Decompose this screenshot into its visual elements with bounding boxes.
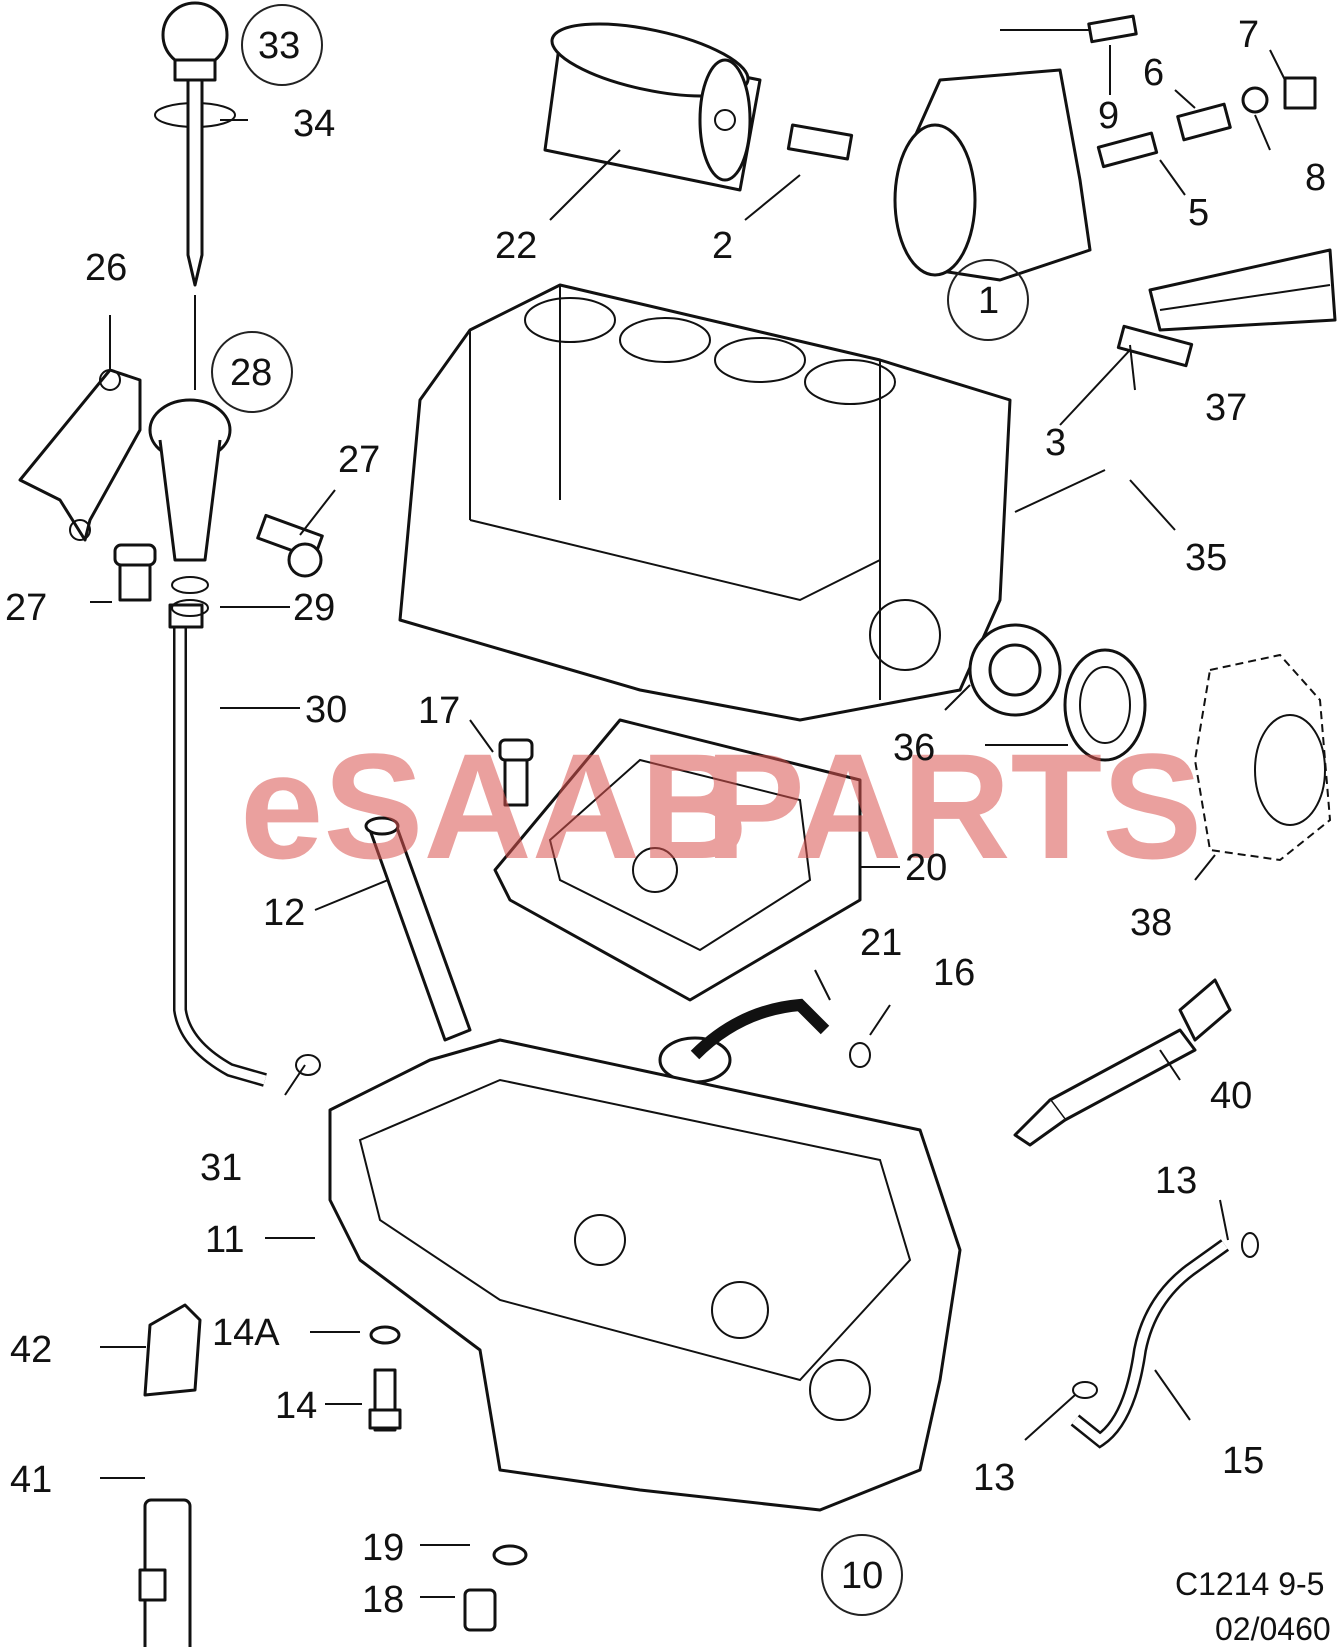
callout-27-top: 27 — [338, 439, 380, 481]
callout-41: 41 — [10, 1459, 52, 1501]
callout-21: 21 — [860, 922, 902, 964]
oil-cooler-pipes — [1116, 248, 1337, 368]
callout-8: 8 — [1305, 157, 1326, 199]
filter-housing — [786, 14, 1317, 282]
callout-2: 2 — [712, 225, 733, 267]
callout-14: 14 — [275, 1385, 317, 1427]
oil-pickup-tube — [364, 816, 472, 1042]
callout-ring-10 — [821, 1534, 903, 1616]
callout-9: 9 — [1098, 95, 1119, 137]
bolts-14 — [368, 1325, 402, 1432]
callout-30: 30 — [305, 689, 347, 731]
oil-filter — [543, 22, 762, 192]
drawing-date: 02/0460 — [1215, 1611, 1331, 1647]
drawing-reference: C1214 9-5 02/0460 — [1175, 1566, 1331, 1647]
callout-22: 22 — [495, 225, 537, 267]
callout-ring-1 — [947, 259, 1029, 341]
callout-35: 35 — [1185, 537, 1227, 579]
callout-ring-28 — [211, 331, 293, 413]
callout-18: 18 — [362, 1579, 404, 1621]
callout-28: 28 — [230, 352, 272, 394]
dipstick-guide-tube — [168, 576, 321, 1087]
callout-10: 10 — [841, 1555, 883, 1597]
oil-return-pipe — [1070, 1232, 1259, 1449]
drawing-code: C1214 9-5 — [1175, 1566, 1324, 1602]
callout-17: 17 — [418, 690, 460, 732]
baffle-plate — [493, 718, 862, 1002]
callout-labels: 34 26 27 27 29 30 31 11 14A 14 42 41 19 … — [5, 14, 1326, 1621]
circled-callouts: 33 28 1 10 — [211, 4, 1029, 1616]
callout-19: 19 — [362, 1527, 404, 1569]
callout-12: 12 — [263, 892, 305, 934]
callout-3: 3 — [1045, 422, 1066, 464]
sealant-tube — [1013, 978, 1232, 1147]
callout-42: 42 — [10, 1329, 52, 1371]
bolts-27 — [113, 513, 324, 602]
callout-40: 40 — [1210, 1075, 1252, 1117]
callout-31: 31 — [200, 1147, 242, 1189]
callout-20: 20 — [905, 847, 947, 889]
dipstick — [154, 1, 236, 287]
callout-34: 34 — [293, 103, 335, 145]
callout-37: 37 — [1205, 387, 1247, 429]
dipstick-tube-top — [18, 368, 232, 562]
watermark-suffix: PARTS — [705, 722, 1202, 890]
engine-block — [398, 283, 1012, 722]
callout-6: 6 — [1143, 52, 1164, 94]
oil-pump-housing — [1193, 653, 1332, 862]
oil-pan — [328, 1038, 962, 1512]
callout-27-left: 27 — [5, 587, 47, 629]
drain-plug — [463, 1544, 528, 1632]
callout-13-top: 13 — [1155, 1160, 1197, 1202]
leader-lines — [90, 29, 1286, 1598]
callout-16: 16 — [933, 952, 975, 994]
callout-26: 26 — [85, 247, 127, 289]
callout-38: 38 — [1130, 902, 1172, 944]
bolt-17 — [498, 738, 534, 807]
callout-14a: 14A — [212, 1312, 280, 1354]
callout-11: 11 — [205, 1219, 244, 1261]
callout-36: 36 — [893, 727, 935, 769]
callout-13-bottom: 13 — [973, 1457, 1015, 1499]
callout-1: 1 — [978, 280, 999, 322]
clips-41-42 — [138, 1303, 202, 1647]
callout-33: 33 — [258, 25, 300, 67]
oil-pump-gear — [968, 623, 1147, 762]
oil-strainer — [658, 998, 871, 1084]
watermark: eSAAB PARTS — [240, 722, 1202, 890]
callout-29: 29 — [293, 587, 335, 629]
callout-7: 7 — [1238, 14, 1259, 56]
watermark-prefix: eSAAB — [240, 722, 748, 890]
callout-ring-33 — [241, 4, 323, 86]
callout-15: 15 — [1222, 1440, 1264, 1482]
callout-5: 5 — [1188, 192, 1209, 234]
